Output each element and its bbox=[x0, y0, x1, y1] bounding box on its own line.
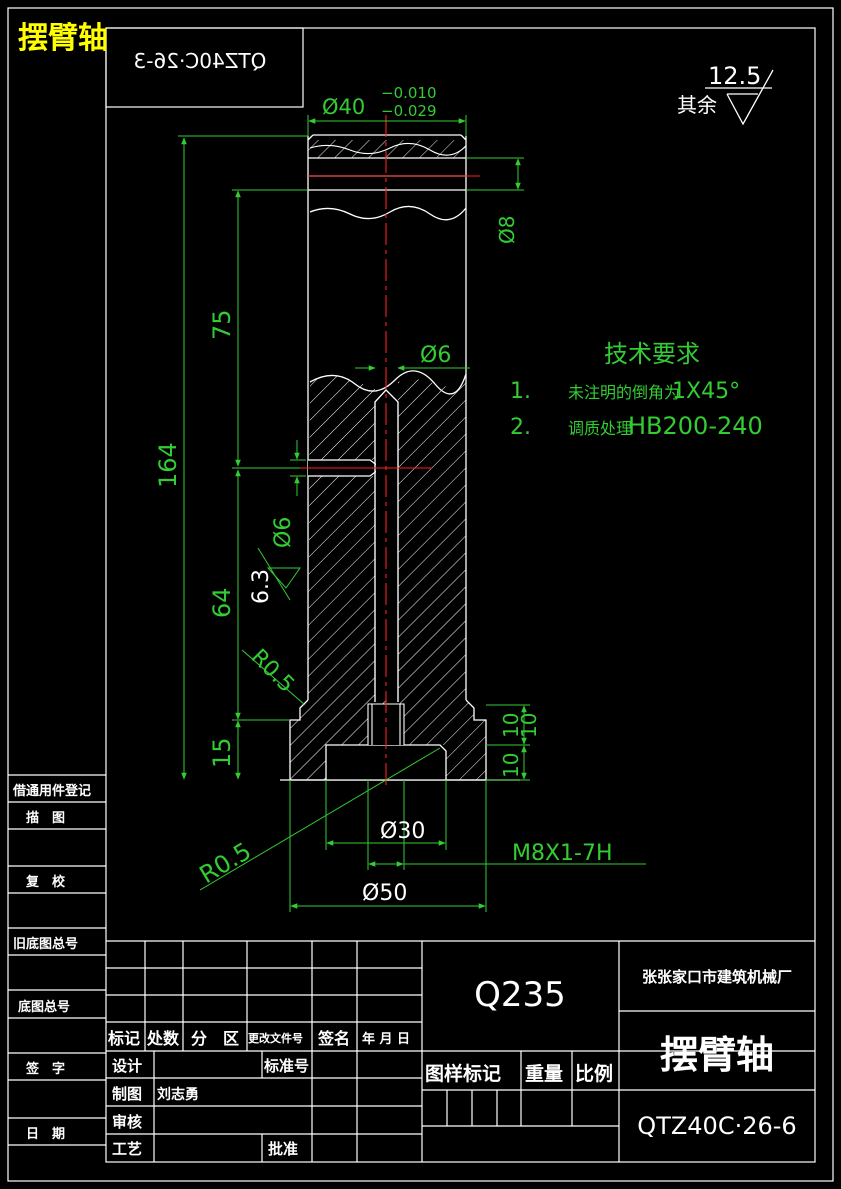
dim-top-dia: Ø40 bbox=[322, 95, 365, 119]
strip-label: 签 字 bbox=[25, 1061, 65, 1077]
row-process: 工艺 bbox=[112, 1140, 142, 1158]
dim-75: 75 bbox=[208, 309, 236, 340]
dim-r05-side: R0.5 bbox=[246, 645, 299, 698]
part-name: 摆臂轴 bbox=[660, 1033, 774, 1077]
title-block-text: 标记 处数 分 区 更改文件号 签名 年 月 日 设计 标准号 制图 刘志勇 审… bbox=[107, 968, 797, 1158]
rev-header: 标记 bbox=[107, 1029, 140, 1048]
strip-label: 借通用件登记 bbox=[12, 783, 91, 799]
dim-r05-bottom: R0.5 bbox=[195, 837, 256, 889]
dim-tol-lower: −0.029 bbox=[381, 102, 437, 120]
tech-item2-val: HB200-240 bbox=[628, 412, 763, 440]
dim-v10b: 10 bbox=[499, 753, 523, 778]
tech-requirements: 技术要求 1. 未注明的倒角为 1X45° 2. 调质处理 HB200-240 bbox=[510, 340, 763, 440]
dim-rough-63: 6.3 bbox=[249, 569, 274, 604]
dim-15: 15 bbox=[208, 737, 236, 768]
tech-item2-num: 2. bbox=[510, 415, 531, 440]
left-strip-labels: 借通用件登记 描 图 复 校 旧底图总号 底图总号 签 字 日 期 bbox=[12, 783, 91, 1142]
dim-64: 64 bbox=[208, 587, 236, 618]
drawer-name: 刘志勇 bbox=[157, 1086, 199, 1103]
strip-label: 复 校 bbox=[25, 874, 66, 890]
part-title: 摆臂轴 bbox=[18, 21, 108, 56]
row-std: 标准号 bbox=[263, 1057, 309, 1075]
center-lines bbox=[300, 115, 480, 790]
scale-label: 比例 bbox=[575, 1062, 613, 1085]
dim-tol-upper: −0.010 bbox=[381, 84, 437, 102]
code-box bbox=[105, 27, 304, 108]
weight-label: 重量 bbox=[525, 1063, 563, 1085]
shaft-body bbox=[280, 134, 520, 781]
mirrored-code: QTZ40C·26-3 bbox=[134, 49, 267, 73]
row-review: 审核 bbox=[112, 1113, 142, 1131]
drawing-number: QTZ40C·26-6 bbox=[637, 1112, 796, 1140]
tech-item1-cn: 未注明的倒角为 bbox=[568, 383, 680, 402]
tech-item1-val: 1X45° bbox=[672, 379, 740, 404]
dim-d30: Ø30 bbox=[380, 819, 425, 844]
row-design: 设计 bbox=[112, 1057, 142, 1075]
strip-label: 描 图 bbox=[26, 810, 65, 826]
rev-header: 签名 bbox=[317, 1029, 350, 1048]
tech-title: 技术要求 bbox=[604, 340, 700, 368]
roughness-label: 其余 bbox=[677, 93, 717, 117]
dim-d6-side: Ø6 bbox=[271, 517, 296, 548]
title-block-grid bbox=[106, 940, 815, 1162]
row-draw: 制图 bbox=[112, 1085, 142, 1103]
inner-frame bbox=[105, 27, 816, 1163]
dimension-lines bbox=[178, 115, 646, 912]
rev-header: 分 区 bbox=[191, 1029, 239, 1048]
row-approve: 批准 bbox=[268, 1140, 298, 1158]
strip-label: 底图总号 bbox=[18, 999, 70, 1015]
dim-thread: M8X1-7H bbox=[512, 841, 613, 866]
mark-label: 图样标记 bbox=[425, 1062, 501, 1085]
left-strip bbox=[8, 774, 106, 1146]
outer-border bbox=[7, 7, 834, 1182]
strip-label: 旧底图总号 bbox=[13, 936, 78, 952]
dim-164: 164 bbox=[154, 442, 182, 488]
tech-item1-num: 1. bbox=[510, 379, 531, 404]
rev-header: 年 月 日 bbox=[362, 1031, 410, 1047]
rev-header: 处数 bbox=[146, 1029, 180, 1048]
dim-d50: Ø50 bbox=[362, 881, 407, 906]
dim-d6-top: Ø6 bbox=[420, 343, 451, 368]
rev-header: 更改文件号 bbox=[248, 1031, 303, 1045]
dim-d8: Ø8 bbox=[495, 216, 519, 244]
company-name: 张张家口市建筑机械厂 bbox=[642, 968, 792, 986]
strip-label: 日 期 bbox=[26, 1127, 65, 1142]
material: Q235 bbox=[474, 975, 566, 1015]
dim-v10c: 10 bbox=[517, 713, 541, 738]
dim-v10a: 10 bbox=[499, 713, 523, 738]
roughness-value: 12.5 bbox=[708, 62, 761, 90]
tech-item2-cn: 调质处理 bbox=[568, 419, 632, 438]
roughness-symbol: 12.5 其余 bbox=[677, 62, 774, 126]
